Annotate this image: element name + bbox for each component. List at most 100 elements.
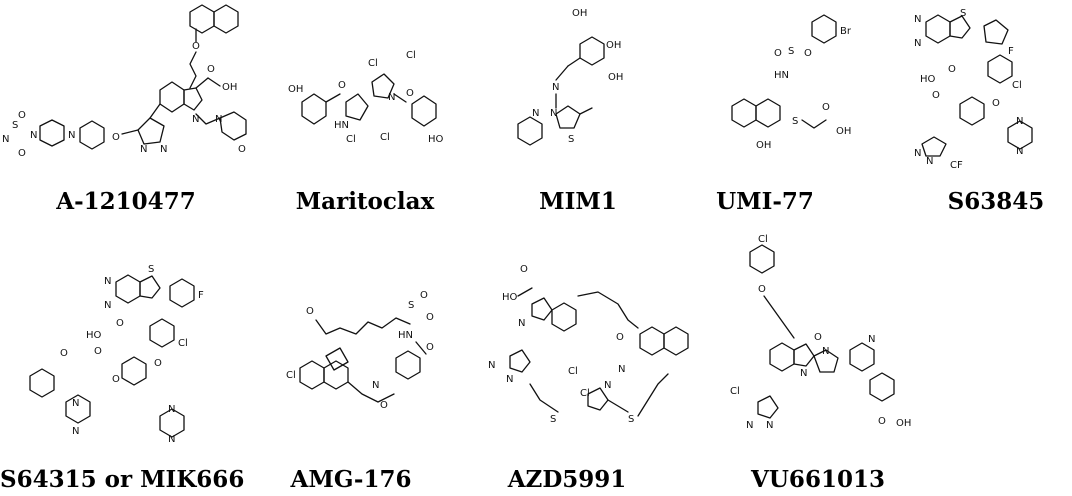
- svg-text:N: N: [168, 434, 175, 445]
- svg-text:F: F: [1008, 46, 1014, 57]
- svg-text:O: O: [207, 64, 215, 75]
- svg-text:S: S: [12, 120, 18, 131]
- svg-text:N: N: [488, 360, 495, 371]
- compound-name-maritoclax: Maritoclax: [295, 188, 435, 215]
- svg-text:OH: OH: [756, 140, 771, 151]
- svg-text:Cl: Cl: [368, 58, 378, 69]
- svg-text:O: O: [878, 416, 886, 427]
- svg-text:N: N: [532, 108, 539, 119]
- structure-vu661013: Cl O O N N N O OH Cl N N: [730, 230, 930, 460]
- svg-text:O: O: [112, 374, 120, 385]
- svg-text:Cl: Cl: [286, 370, 296, 381]
- svg-text:N: N: [518, 318, 525, 329]
- svg-text:N: N: [914, 148, 921, 159]
- svg-text:S: S: [568, 134, 574, 145]
- structure-mim1: OH OH OH N N S N: [510, 4, 660, 174]
- svg-text:Cl: Cl: [178, 338, 188, 349]
- compound-name-s63845: S63845: [947, 188, 1045, 215]
- svg-text:N: N: [72, 426, 79, 437]
- svg-text:N: N: [868, 334, 875, 345]
- svg-text:O: O: [758, 284, 766, 295]
- svg-text:O: O: [932, 90, 940, 101]
- svg-text:O: O: [192, 41, 200, 52]
- svg-text:OH: OH: [836, 126, 851, 137]
- svg-text:OH: OH: [288, 84, 303, 95]
- svg-text:OH: OH: [896, 418, 911, 429]
- svg-text:O: O: [804, 48, 812, 59]
- compound-name-vu661013: VU661013: [751, 466, 885, 493]
- svg-text:N: N: [604, 380, 611, 391]
- svg-text:N: N: [68, 130, 75, 141]
- svg-text:S: S: [792, 116, 798, 127]
- svg-text:N: N: [192, 114, 199, 125]
- svg-text:N: N: [215, 114, 222, 125]
- svg-text:O: O: [992, 98, 1000, 109]
- svg-text:S: S: [788, 46, 794, 57]
- compound-name-a-1210477: A-1210477: [56, 188, 196, 215]
- compound-name-mim1: MIM1: [539, 188, 617, 215]
- svg-text:Br: Br: [840, 26, 852, 37]
- svg-text:N: N: [1016, 146, 1023, 157]
- svg-text:N: N: [766, 420, 773, 431]
- svg-text:S: S: [550, 414, 556, 425]
- svg-text:O: O: [774, 48, 782, 59]
- svg-text:Cl: Cl: [730, 386, 740, 397]
- svg-text:O: O: [426, 342, 434, 353]
- structure-umi-77: Br S O O HN OH S O OH: [700, 2, 880, 182]
- svg-text:N: N: [140, 144, 147, 155]
- svg-text:O: O: [116, 318, 124, 329]
- svg-text:N: N: [72, 398, 79, 409]
- svg-text:HO: HO: [920, 74, 936, 85]
- svg-text:HN: HN: [774, 70, 789, 81]
- compound-name-umi-77: UMI-77: [716, 188, 814, 215]
- compound-name-amg-176: AMG-176: [290, 466, 412, 493]
- svg-text:S: S: [628, 414, 634, 425]
- svg-text:N: N: [168, 404, 175, 415]
- svg-text:N: N: [926, 156, 933, 167]
- svg-text:N: N: [104, 300, 111, 311]
- svg-text:O: O: [426, 312, 434, 323]
- svg-text:HO: HO: [86, 330, 102, 341]
- svg-text:O: O: [112, 132, 120, 143]
- svg-text:Cl: Cl: [758, 234, 768, 245]
- svg-text:O: O: [380, 400, 388, 411]
- svg-text:N: N: [372, 380, 379, 391]
- svg-text:O: O: [822, 102, 830, 113]
- svg-text:N: N: [800, 368, 807, 379]
- svg-text:N: N: [746, 420, 753, 431]
- svg-text:N: N: [30, 130, 37, 141]
- svg-text:CF: CF: [950, 160, 963, 171]
- compound-name-azd5991: AZD5991: [507, 466, 627, 493]
- svg-text:N: N: [104, 276, 111, 287]
- svg-text:Cl: Cl: [380, 132, 390, 143]
- svg-text:OH: OH: [572, 8, 587, 19]
- svg-text:N: N: [914, 14, 921, 25]
- svg-text:N: N: [1016, 116, 1023, 127]
- svg-text:Cl: Cl: [406, 50, 416, 61]
- svg-text:Cl: Cl: [346, 134, 356, 145]
- svg-text:OH: OH: [222, 82, 237, 93]
- svg-text:N: N: [506, 374, 513, 385]
- svg-text:HO: HO: [502, 292, 518, 303]
- svg-text:O: O: [520, 264, 528, 275]
- svg-text:S: S: [960, 8, 966, 19]
- svg-text:HN: HN: [334, 120, 349, 131]
- svg-text:O: O: [406, 88, 414, 99]
- svg-text:HO: HO: [428, 134, 444, 145]
- svg-text:S: S: [408, 300, 414, 311]
- svg-text:N: N: [2, 134, 9, 145]
- svg-text:O: O: [60, 348, 68, 359]
- svg-text:O: O: [154, 358, 162, 369]
- svg-text:O: O: [18, 148, 26, 159]
- svg-text:O: O: [814, 332, 822, 343]
- svg-text:Cl: Cl: [580, 388, 590, 399]
- svg-text:O: O: [94, 346, 102, 357]
- compound-name-s64315-or-mik666: S64315 or MIK666: [0, 466, 245, 493]
- svg-text:N: N: [822, 346, 829, 357]
- svg-text:OH: OH: [606, 40, 621, 51]
- svg-text:O: O: [616, 332, 624, 343]
